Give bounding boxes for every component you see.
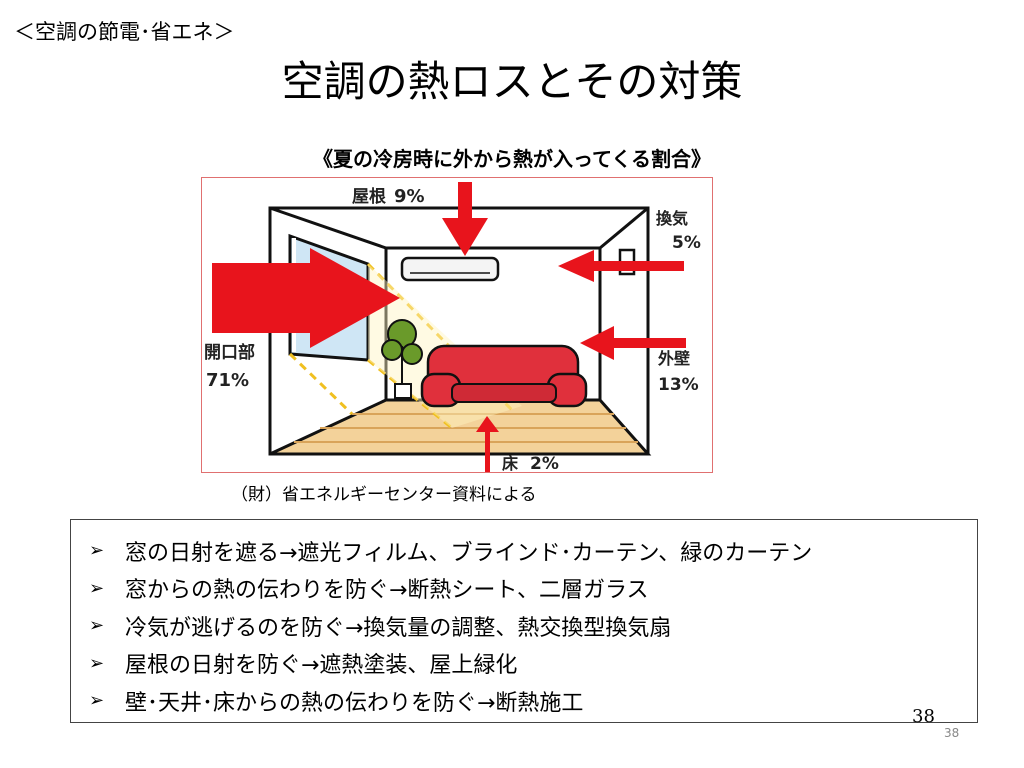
room-heat-diagram: 屋根 9% 換気 5% 開口部 71% 外壁 13% 床 2% xyxy=(204,182,701,473)
bullet-arrow-icon: ➢ xyxy=(89,540,105,562)
floor-percent: 2% xyxy=(530,454,559,473)
list-item: ➢ 窓からの熱の伝わりを防ぐ→断熱シート、二層ガラス xyxy=(89,570,977,608)
measure-text: 壁･天井･床からの熱の伝わりを防ぐ→断熱施工 xyxy=(125,690,584,716)
sunlight-ray xyxy=(367,358,453,430)
list-item: ➢ 壁･天井･床からの熱の伝わりを防ぐ→断熱施工 xyxy=(89,682,977,720)
floor-arrow xyxy=(485,430,490,472)
outer-wall-arrow-head xyxy=(580,326,614,360)
opening-arrow-head xyxy=(310,248,400,348)
measure-text: 屋根の日射を防ぐ→遮熱塗装、屋上緑化 xyxy=(125,653,518,679)
opening-arrow xyxy=(212,263,310,333)
floor-arrow-head xyxy=(476,416,499,432)
slide-number: 38 xyxy=(944,726,960,740)
bullet-arrow-icon: ➢ xyxy=(89,690,105,712)
source-note: （財）省エネルギーセンター資料による xyxy=(231,485,537,505)
list-item: ➢ 窓の日射を遮る→遮光フィルム、ブラインド･カーテン、緑のカーテン xyxy=(89,532,977,570)
air-conditioner xyxy=(400,256,500,282)
outer-wall-arrow xyxy=(614,338,686,348)
ceiling-edge-left xyxy=(269,206,387,250)
measures-box: ➢ 窓の日射を遮る→遮光フィルム、ブラインド･カーテン、緑のカーテン ➢ 窓から… xyxy=(70,519,978,723)
ventilation-arrow xyxy=(594,261,684,271)
bullet-arrow-icon: ➢ xyxy=(89,652,105,674)
page-number: 38 xyxy=(912,706,935,727)
measure-text: 窓の日射を遮る→遮光フィルム、ブラインド･カーテン、緑のカーテン xyxy=(125,540,813,566)
slide-title: 空調の熱ロスとその対策 xyxy=(281,57,743,106)
roof-percent: 9% xyxy=(394,186,425,207)
outer-wall-percent: 13% xyxy=(658,375,699,395)
measure-text: 冷気が逃げるのを防ぐ→換気量の調整、熱交換型換気扇 xyxy=(125,615,672,641)
ceiling-edge-right xyxy=(599,206,649,250)
plant-pot xyxy=(394,383,412,399)
measure-text: 窓からの熱の伝わりを防ぐ→断熱シート、二層ガラス xyxy=(125,578,649,604)
plant-leaves xyxy=(381,339,403,361)
bullet-arrow-icon: ➢ xyxy=(89,615,105,637)
floor-label: 床 xyxy=(502,454,519,473)
measures-list: ➢ 窓の日射を遮る→遮光フィルム、ブラインド･カーテン、緑のカーテン ➢ 窓から… xyxy=(71,520,977,720)
sunlight-ray xyxy=(288,352,354,416)
ventilation-percent: 5% xyxy=(672,233,701,253)
ventilation-arrow-head xyxy=(558,250,594,282)
figure-caption: 《夏の冷房時に外から熱が入ってくる割合》 xyxy=(313,147,711,171)
roof-arrow-head xyxy=(442,218,488,256)
opening-percent: 71% xyxy=(206,370,249,391)
sofa-seat xyxy=(451,383,557,403)
opening-label: 開口部 xyxy=(204,342,255,363)
roof-arrow xyxy=(458,182,472,220)
outer-wall-label: 外壁 xyxy=(657,349,690,368)
plant-leaves xyxy=(401,343,423,365)
list-item: ➢ 冷気が逃げるのを防ぐ→換気量の調整、熱交換型換気扇 xyxy=(89,607,977,645)
ventilation-label: 換気 xyxy=(656,209,688,228)
heat-arrows xyxy=(212,182,686,472)
roof-label: 屋根 xyxy=(352,186,386,207)
bullet-arrow-icon: ➢ xyxy=(89,577,105,599)
heat-loss-illustration: 屋根 9% 換気 5% 開口部 71% 外壁 13% 床 2% xyxy=(201,177,713,473)
list-item: ➢ 屋根の日射を防ぐ→遮熱塗装、屋上緑化 xyxy=(89,645,977,683)
section-label: ＜空調の節電･省エネ＞ xyxy=(14,20,235,44)
